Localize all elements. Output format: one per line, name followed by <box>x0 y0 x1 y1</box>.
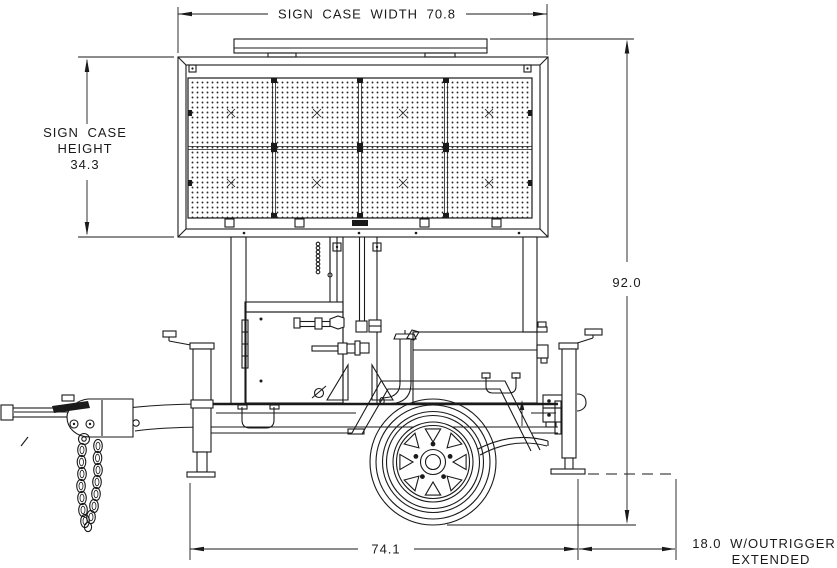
rim-spokes <box>392 421 474 503</box>
tongue-hole <box>132 419 140 427</box>
rear-jack-foot <box>550 468 586 475</box>
solar-panel <box>233 38 488 58</box>
leaf-spring <box>477 436 549 456</box>
front-jack <box>162 330 216 478</box>
hub <box>419 448 447 476</box>
sign-case-height-value: 34.3 <box>70 157 99 172</box>
trailer-frame <box>205 363 562 435</box>
overall-height-value: 92.0 <box>612 275 641 290</box>
dim-overall-height: 92.0 <box>490 38 641 524</box>
sign-case-width-label: SIGN CASE WIDTH 70.8 <box>278 7 456 22</box>
safety-chain-right <box>83 438 103 533</box>
sign-case-height-label-2: HEIGHT <box>57 141 112 156</box>
control-cabinet <box>241 301 344 404</box>
led-matrix <box>187 77 533 228</box>
sign-posts <box>230 236 538 405</box>
frame-detail-arrow <box>519 400 525 426</box>
tire <box>369 398 497 526</box>
frame-handle-front <box>237 404 280 429</box>
dim-sign-case-height: SIGN CASE HEIGHT 34.3 <box>43 56 174 238</box>
dim-sign-case-width: SIGN CASE WIDTH 70.8 <box>177 4 548 55</box>
outrigger-extension-label-1: 18.0 W/OUTRIGGER <box>692 536 836 551</box>
front-jack-crank-knob <box>162 330 177 338</box>
drawbar-end-cap <box>0 404 14 421</box>
safety-chain-left <box>76 442 90 529</box>
crank-handle-upper <box>293 315 345 330</box>
crank-handle-lower <box>311 340 370 356</box>
front-jack-foot <box>186 471 216 478</box>
mast-gusset-left <box>326 363 349 401</box>
rear-jack-crank-knob <box>584 328 603 336</box>
sign-case <box>177 56 549 238</box>
wheel <box>369 398 497 526</box>
coupler-latch <box>52 401 90 413</box>
dim-outrigger-extension: 18.0 W/OUTRIGGER EXTENDED <box>579 479 836 567</box>
hitch-coupler <box>0 394 134 447</box>
rear-outrigger-jack <box>542 328 603 475</box>
mast-gusset-right <box>371 363 394 401</box>
dim-base-length: 74.1 <box>189 479 579 560</box>
safety-chains <box>76 438 103 533</box>
base-length-value: 74.1 <box>371 542 400 557</box>
fender <box>347 380 541 452</box>
power-cabinet <box>406 321 549 404</box>
lift-chain <box>315 239 333 278</box>
sign-case-height-label-1: SIGN CASE <box>43 125 127 140</box>
outrigger-extension-label-2: EXTENDED <box>732 552 811 567</box>
